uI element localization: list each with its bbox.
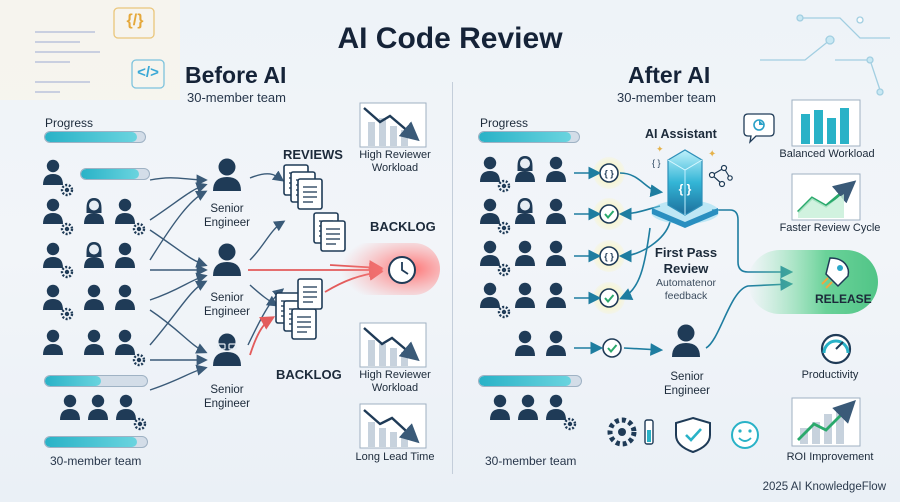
- before-heading: Before AI: [185, 62, 287, 88]
- first-pass-status-chips: [593, 157, 625, 358]
- backlog-right-label: BACKLOG: [370, 219, 436, 234]
- before-metric-label-3: Long Lead Time: [355, 451, 435, 463]
- senior-engineer-avatars: [213, 158, 241, 366]
- backlog-bottom-label: BACKLOG: [276, 367, 342, 382]
- shield-check-icon: [675, 416, 711, 454]
- first-pass-review-label: First Pass Review: [654, 245, 718, 276]
- after-metric-label-4: ROI Improvement: [786, 451, 874, 463]
- before-small-bar: [80, 168, 150, 180]
- before-progress-fill: [45, 132, 137, 142]
- senior-engineer-label-1: Senior Engineer: [203, 203, 251, 229]
- before-review-arrows: [149, 170, 286, 391]
- svg-text:{ }: { }: [679, 182, 692, 196]
- circuit-decoration: [760, 14, 890, 96]
- chat-bubble-icon: [743, 113, 775, 144]
- after-team-grid: [480, 156, 577, 431]
- before-team-label: 30-member team: [187, 90, 286, 105]
- after-team-label: 30-member team: [617, 90, 716, 105]
- after-metric-label-1: Balanced Workload: [779, 148, 875, 160]
- before-progress-bar: [44, 131, 146, 143]
- before-metric-label-2: High Reviewer Workload: [359, 369, 431, 395]
- before-lower-bar: [44, 375, 148, 387]
- svg-text:✦: ✦: [656, 144, 664, 154]
- before-footer-bar: [44, 436, 148, 448]
- before-progress-label: Progress: [45, 116, 94, 130]
- gauge-icon: [820, 333, 852, 365]
- trend-down-chart-icon: [359, 403, 427, 449]
- trend-down-chart-icon: [359, 322, 427, 368]
- after-progress-bar: [478, 131, 580, 143]
- code-decoration: [0, 0, 180, 100]
- before-lower-bar-fill: [45, 376, 102, 386]
- backlog-clock-icon: [340, 243, 440, 295]
- trend-down-chart-icon: [359, 102, 427, 148]
- smiley-icon: [731, 421, 759, 449]
- reviews-label: REVIEWS: [283, 147, 343, 162]
- after-progress-fill: [479, 132, 571, 142]
- ai-assistant-cube-icon: { } { } ✦ ✦: [651, 144, 719, 228]
- network-node-icon: [708, 164, 733, 188]
- code-tag-glyph: </>: [137, 64, 159, 81]
- after-lower-bar-fill: [479, 376, 571, 386]
- review-documents: [275, 164, 346, 340]
- page-title: AI Code Review: [337, 22, 563, 55]
- senior-engineer-label-2: Senior Engineer: [203, 292, 251, 318]
- footer-credit: 2025 AI KnowledgeFlow: [762, 481, 886, 493]
- ai-assistant-label: AI Assistant: [645, 127, 717, 141]
- release-rocket-icon: [748, 250, 878, 314]
- automated-feedback-label: Automatenor feedback: [655, 277, 717, 302]
- after-metric-label-2: Faster Review Cycle: [779, 222, 881, 234]
- before-footer-team-label: 30-member team: [50, 454, 142, 468]
- before-small-bar-fill: [81, 169, 139, 179]
- senior-engineer-label-3: Senior Engineer: [203, 384, 251, 410]
- svg-text:{ }: { }: [652, 158, 661, 168]
- after-senior-engineer-label: Senior Engineer: [663, 371, 711, 397]
- after-flow-arrows: [574, 166, 794, 356]
- after-lower-bar: [478, 375, 582, 387]
- balanced-bars-icon: [791, 99, 861, 147]
- after-progress-label: Progress: [480, 116, 529, 130]
- after-senior-engineer-avatar: [672, 324, 700, 357]
- before-team-grid: [43, 159, 147, 431]
- code-braces-glyph: {/}: [126, 12, 144, 29]
- release-label: RELEASE: [815, 292, 872, 306]
- trend-up-chart-icon: [791, 173, 861, 221]
- center-divider: [452, 82, 453, 474]
- settings-gear-icon: [607, 417, 654, 447]
- before-footer-bar-fill: [45, 437, 137, 447]
- svg-text:✦: ✦: [708, 149, 716, 160]
- before-metric-label-1: High Reviewer Workload: [359, 149, 431, 175]
- after-metric-label-3: Productivity: [801, 369, 859, 381]
- after-footer-team-label: 30-member team: [485, 454, 577, 468]
- after-heading: After AI: [628, 62, 711, 88]
- trend-up-chart-icon: [791, 397, 861, 447]
